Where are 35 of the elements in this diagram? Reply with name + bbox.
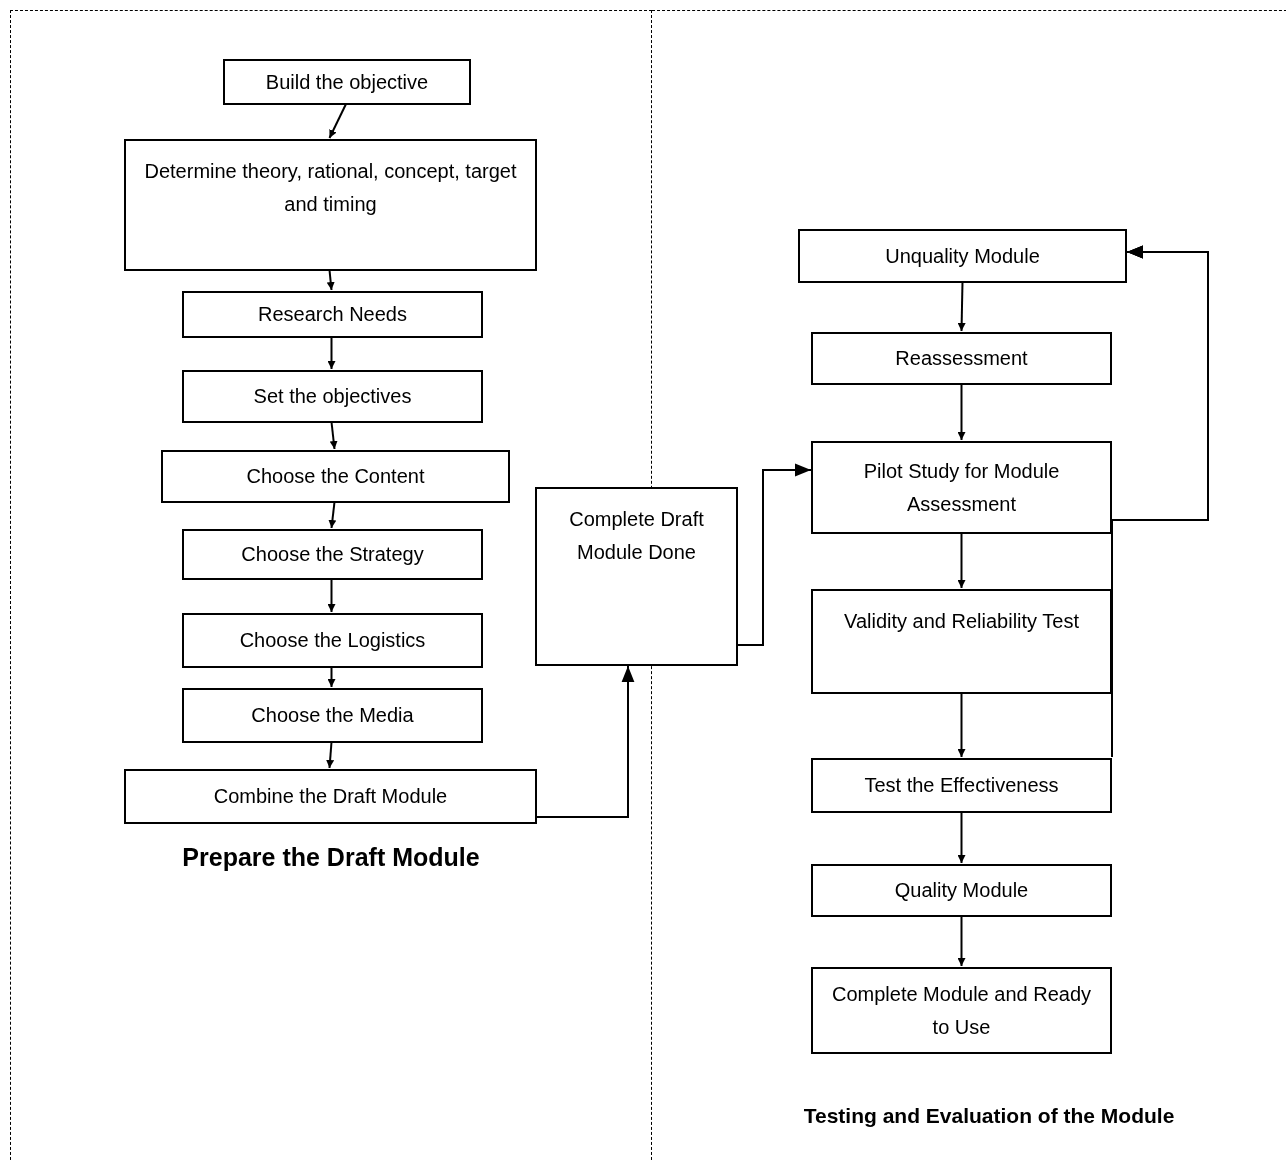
process-box: Reassessment: [811, 332, 1112, 385]
process-box: Pilot Study for Module Assessment: [811, 441, 1112, 534]
arrow: [329, 421, 338, 450]
arrow: [957, 532, 966, 589]
arrow: [327, 578, 336, 613]
arrow: [328, 103, 347, 139]
process-box: Choose the Logistics: [182, 613, 483, 668]
arrow: [957, 281, 966, 332]
arrow: [327, 666, 336, 688]
process-box: Set the objectives: [182, 370, 483, 423]
arrow: [326, 269, 335, 291]
process-box: Determine theory, rational, concept, target and timing: [124, 139, 537, 271]
arrow: [327, 336, 336, 370]
section-panel: [10, 10, 652, 1161]
process-box: Complete Draft Module Done: [535, 487, 738, 666]
process-box: Combine the Draft Module: [124, 769, 537, 824]
process-box: Complete Module and Ready to Use: [811, 967, 1112, 1054]
arrow: [957, 811, 966, 864]
process-box: Quality Module: [811, 864, 1112, 917]
process-box: Validity and Reliability Test: [811, 589, 1112, 694]
section-heading: Testing and Evaluation of the Module: [803, 1104, 1175, 1128]
process-box: Unquality Module: [798, 229, 1127, 283]
process-box: Build the objective: [223, 59, 471, 105]
process-box: Choose the Content: [161, 450, 510, 503]
arrow: [326, 741, 335, 769]
process-box: Research Needs: [182, 291, 483, 338]
arrow: [328, 501, 337, 529]
arrow: [957, 692, 966, 758]
process-box: Test the Effectiveness: [811, 758, 1112, 813]
process-box: Choose the Strategy: [182, 529, 483, 580]
section-heading: Prepare the Draft Module: [182, 843, 480, 872]
arrow: [957, 915, 966, 967]
arrow: [737, 463, 812, 646]
arrow: [957, 383, 966, 441]
process-box: Choose the Media: [182, 688, 483, 743]
